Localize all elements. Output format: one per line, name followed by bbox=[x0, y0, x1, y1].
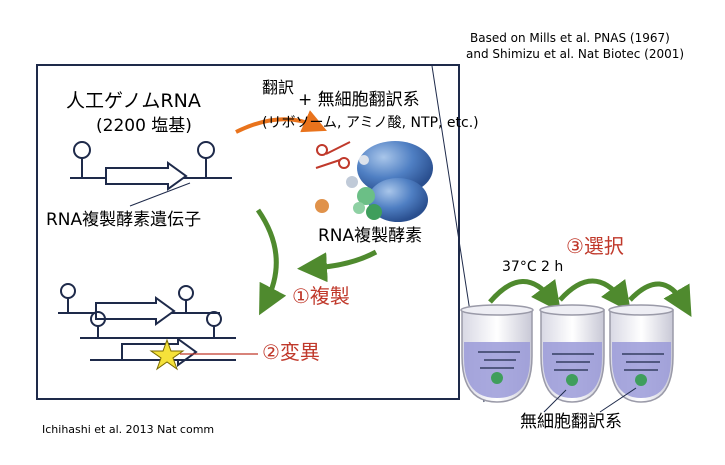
tube-2 bbox=[539, 304, 605, 403]
scissors-icon bbox=[315, 141, 351, 169]
selection-arrows bbox=[488, 278, 692, 317]
incubation-condition: 37°C 2 h bbox=[502, 259, 564, 275]
genome-length: (2200 塩基) bbox=[96, 116, 192, 136]
tube-1 bbox=[460, 304, 534, 403]
replicase-return-arrow bbox=[297, 249, 378, 283]
gene-label: RNA複製酵素遺伝子 bbox=[46, 210, 202, 230]
genome-rna-diagram bbox=[70, 141, 232, 207]
replicase-label: RNA複製酵素 bbox=[318, 226, 423, 246]
translation-arrow bbox=[235, 110, 327, 134]
citation-bottom: Ichihashi et al. 2013 Nat comm bbox=[42, 423, 215, 436]
translation-system: + 無細胞翻訳系 bbox=[298, 90, 420, 110]
tube-label-leaders bbox=[543, 387, 637, 413]
citation-top-line-2: and Shimizu et al. Nat Biotec (2001) bbox=[466, 47, 685, 61]
step-replication: ①複製 bbox=[292, 284, 350, 308]
mutation-star-icon bbox=[149, 338, 185, 371]
tube-label: 無細胞翻訳系 bbox=[520, 412, 622, 432]
translation-label: 翻訳 bbox=[262, 78, 295, 97]
genome-title: 人工ゲノムRNA bbox=[66, 90, 201, 112]
citation-top-line-1: Based on Mills et al. PNAS (1967) bbox=[470, 31, 670, 45]
tube-rna-icons bbox=[478, 351, 664, 371]
step-selection: ③選択 bbox=[566, 234, 624, 258]
ribosome-replicase-icon bbox=[315, 141, 433, 222]
experiment-frame bbox=[36, 64, 460, 400]
replication-curve-arrow bbox=[255, 208, 287, 316]
translation-components: (リボソーム, アミノ酸, NTP, etc.) bbox=[262, 115, 479, 131]
step-mutation: ②変異 bbox=[262, 340, 320, 364]
replicated-rna-diagram bbox=[58, 283, 236, 367]
